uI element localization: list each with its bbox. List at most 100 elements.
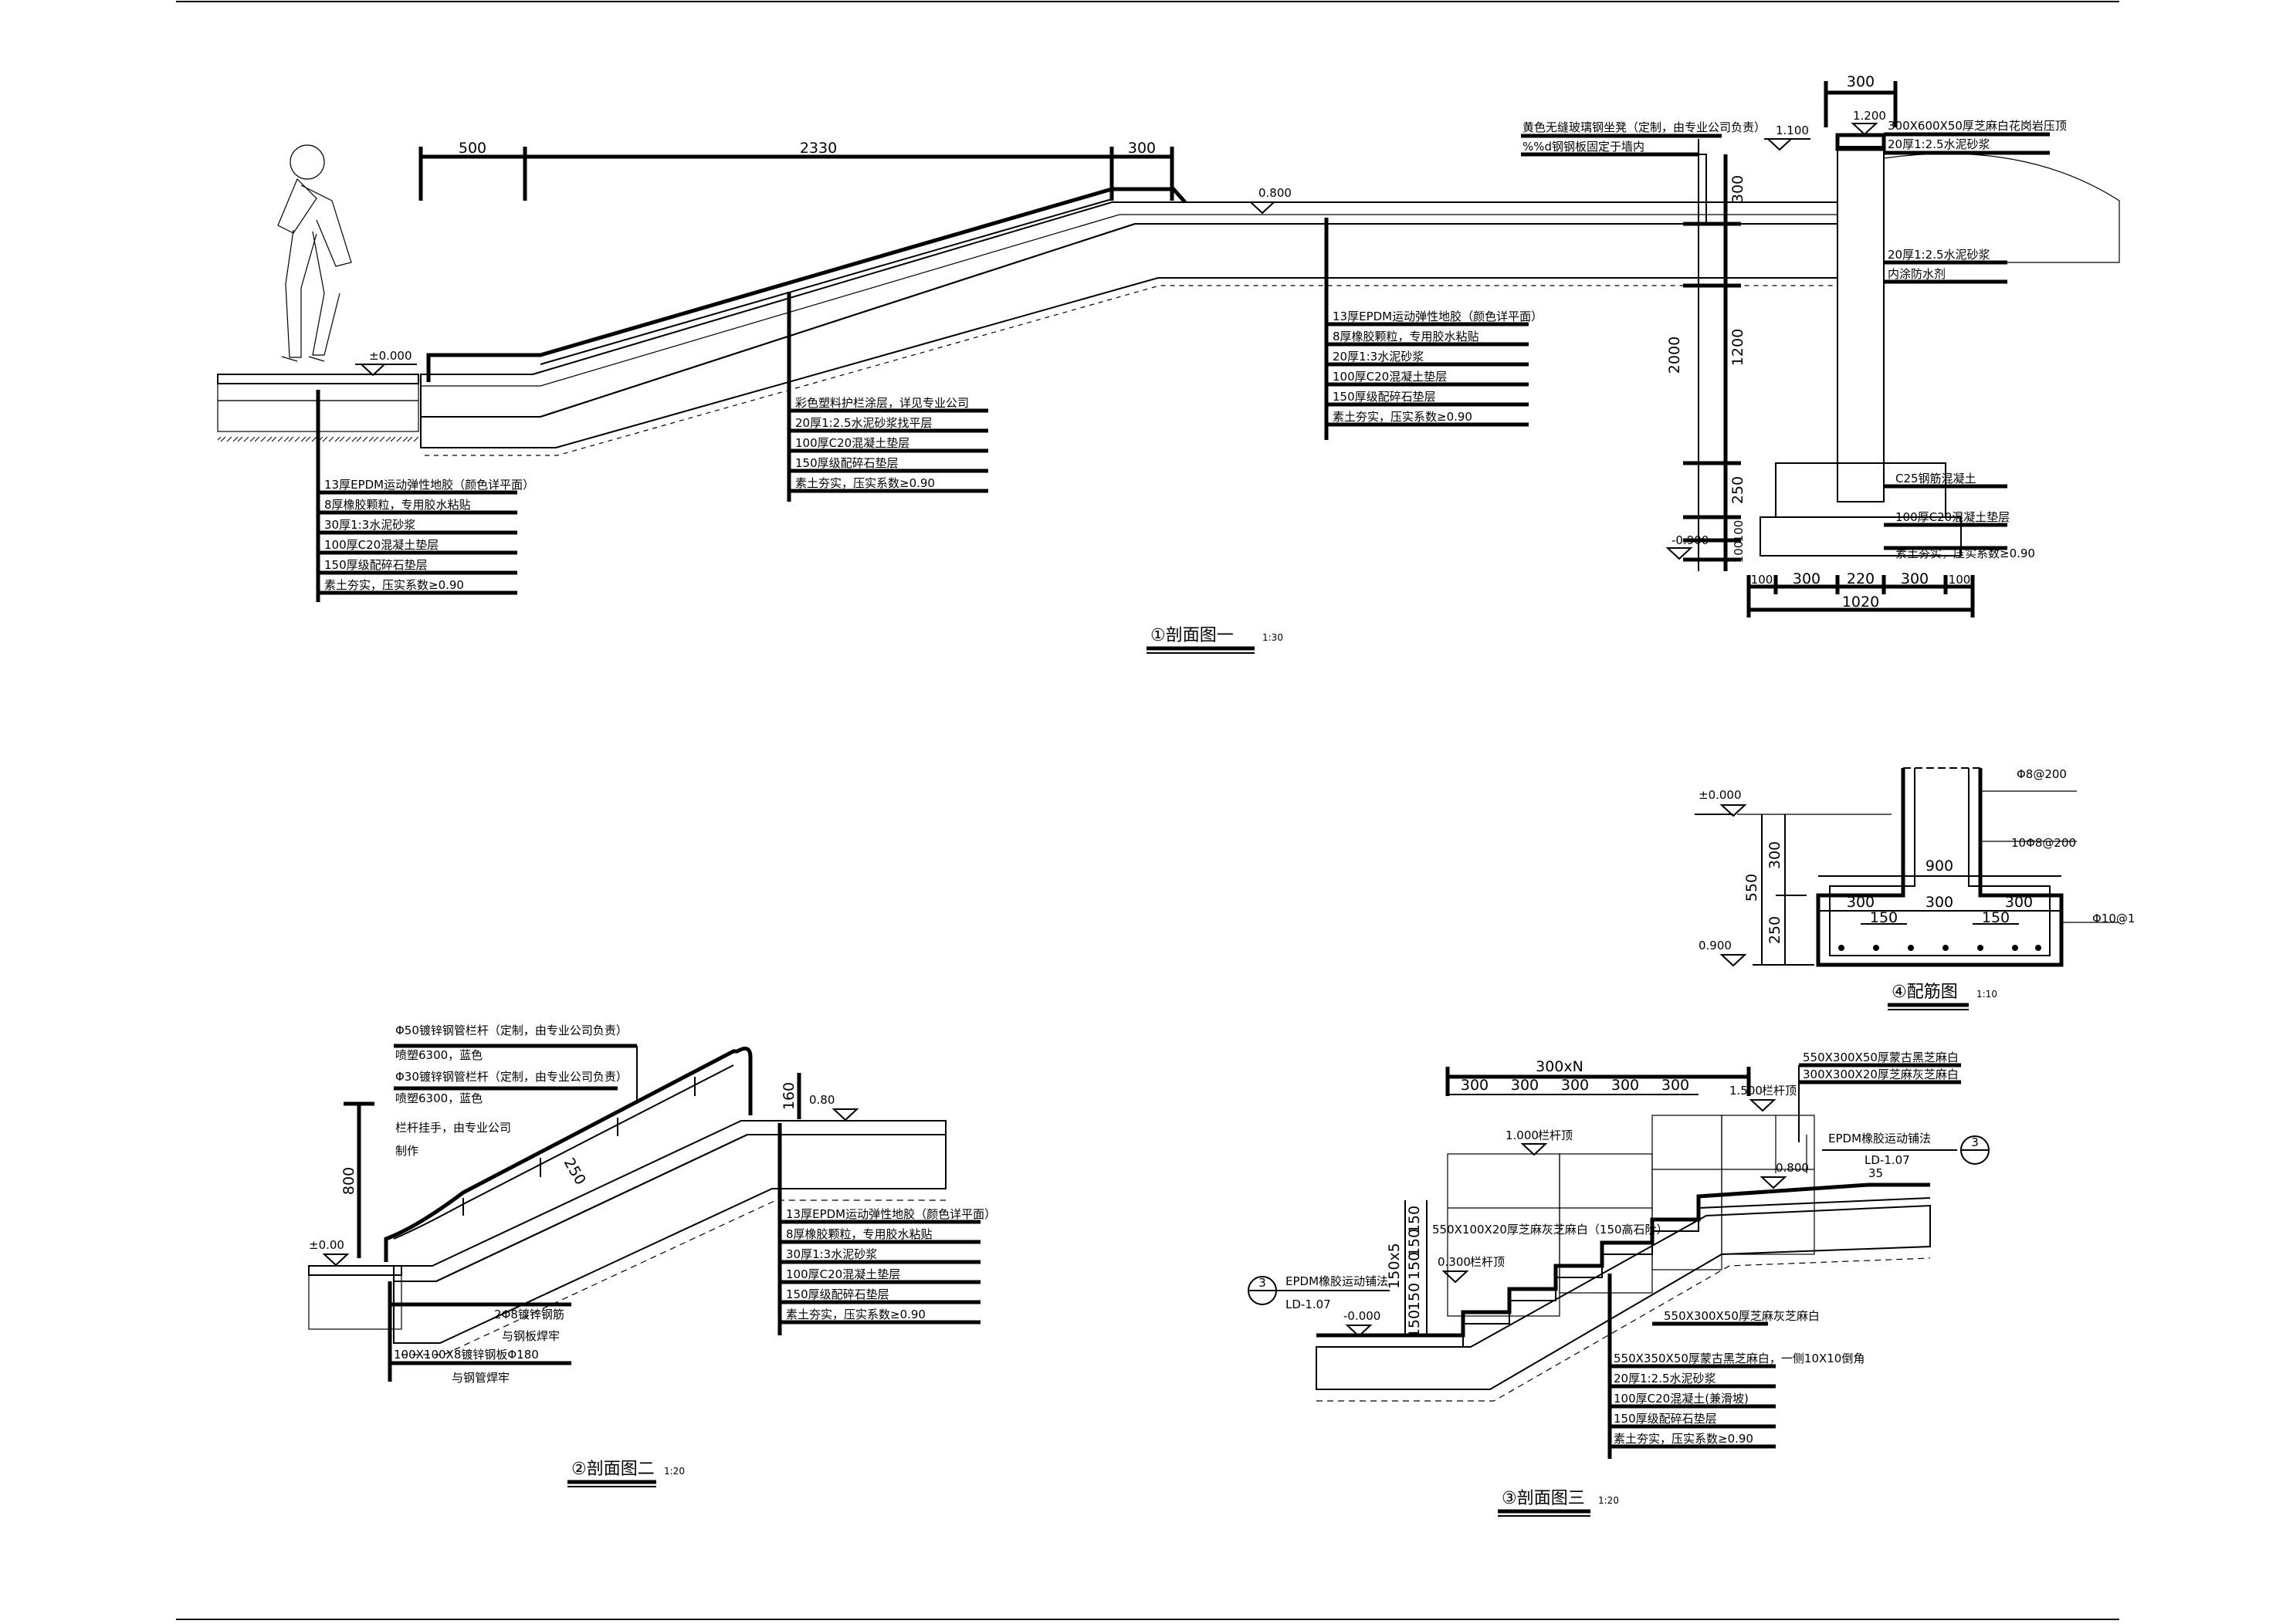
svg-text:-0.900: -0.900 bbox=[1671, 533, 1709, 547]
handrail-inner bbox=[540, 198, 1113, 365]
note-a-1: 13厚EPDM运动弹性地胶（颜色详平面） bbox=[324, 478, 534, 492]
s3-note-b-2: 20厚1:2.5水泥砂浆 bbox=[1614, 1372, 1716, 1385]
notes-b: 彩色塑料护栏涂层，详见专业公司 20厚1:2.5水泥砂浆找平层 100厚C20混… bbox=[789, 396, 988, 493]
s3-note-b-3: 100厚C20混凝土(兼滑坡) bbox=[1614, 1392, 1749, 1406]
note-c-6: 素土夯实，压实系数≥0.90 bbox=[1333, 410, 1472, 424]
s3-gravel bbox=[1316, 1204, 1931, 1390]
wall-dim-300: 300 bbox=[1729, 175, 1746, 203]
rebar-dim-b2: 300 bbox=[1926, 894, 1953, 911]
rebar-label-1: Φ8@200 bbox=[2017, 767, 2067, 781]
s3-notes-bottom: 550X350X50厚蒙古黑芝麻白，一侧10X10倒角 20厚1:2.5水泥砂浆… bbox=[1610, 1352, 1865, 1449]
dim-2330: 2330 bbox=[800, 140, 837, 157]
base-dim-1: 100 bbox=[1751, 573, 1773, 587]
svg-text:1:20: 1:20 bbox=[664, 1466, 685, 1477]
rebar-inner-2: 150 bbox=[1982, 909, 2010, 926]
note-a-5: 150厚级配碎石垫层 bbox=[324, 558, 428, 572]
s2-dim-250: 250 bbox=[561, 1155, 589, 1188]
svg-text:②剖面图二: ②剖面图二 bbox=[571, 1460, 655, 1479]
svg-text:1:10: 1:10 bbox=[1976, 989, 1997, 1000]
note-b-1: 彩色塑料护栏涂层，详见专业公司 bbox=[795, 396, 969, 410]
s3-callout-right: 3 LD-1.07 bbox=[1865, 1135, 1990, 1167]
svg-text:1.000: 1.000 bbox=[1506, 1128, 1539, 1142]
note-wall-6: 100厚C20混凝土垫层 bbox=[1895, 510, 2010, 524]
s3-dim-1: 300 bbox=[1461, 1077, 1489, 1094]
s3-elev-3: 0.800 bbox=[1760, 1161, 1809, 1189]
s3-dim-3: 300 bbox=[1561, 1077, 1589, 1094]
s2-ramp-gravel bbox=[393, 1134, 947, 1344]
s2-elev-top: 0.80 bbox=[809, 1093, 859, 1122]
s3-note-step2: 550X300X50厚芝麻灰芝麻白 bbox=[1664, 1309, 1820, 1323]
ramp-soil bbox=[421, 277, 1837, 448]
rebar-dim-900: 900 bbox=[1926, 858, 1953, 875]
rebar-dim-b1: 300 bbox=[1847, 894, 1875, 911]
wall-base bbox=[1760, 516, 1962, 557]
wall-dim-100a: 100 bbox=[1732, 520, 1746, 543]
s2-note-b-4: 与钢管焊牢 bbox=[452, 1371, 510, 1385]
svg-text:0.800: 0.800 bbox=[1776, 1161, 1809, 1175]
note-a-3: 30厚1:3水泥砂浆 bbox=[324, 518, 415, 532]
s3-callout-left: 3 LD-1.07 EPDM橡胶运动铺法 bbox=[1248, 1274, 1390, 1311]
notes-wall: 300X600X50厚芝麻白花岗岩压顶 20厚1:2.5水泥砂浆 20厚1:2.… bbox=[1884, 119, 2067, 560]
ramp-surface bbox=[420, 201, 1838, 418]
svg-text:①剖面图一: ①剖面图一 bbox=[1150, 626, 1234, 645]
rebar-dots bbox=[1838, 945, 2041, 951]
s2-note-r-5: 150厚级配碎石垫层 bbox=[786, 1287, 889, 1301]
s2-note-top-3: Φ30镀锌钢管栏杆（定制，由专业公司负责） bbox=[395, 1070, 628, 1084]
s3-slope-label: 35 bbox=[1868, 1166, 1883, 1180]
s2-dim-800: 800 bbox=[340, 1167, 357, 1195]
s3-step-layer bbox=[1316, 1197, 1931, 1348]
svg-text:0.300: 0.300 bbox=[1438, 1255, 1471, 1269]
s2-note-top-1: Φ50镀锌钢管栏杆（定制，由专业公司负责） bbox=[395, 1023, 628, 1037]
s3-note-top-2: 300X300X20厚芝麻灰芝麻白 bbox=[1803, 1067, 1959, 1081]
svg-text:1.100: 1.100 bbox=[1776, 123, 1809, 137]
s3-dim-l1: 150 bbox=[1406, 1206, 1423, 1233]
s2-handrail-inner bbox=[393, 1064, 734, 1240]
rebar-outline bbox=[1816, 768, 2064, 967]
s3-dim-l2: 150 bbox=[1406, 1229, 1423, 1257]
s2-dim-160: 160 bbox=[781, 1082, 798, 1110]
note-wall-1: 300X600X50厚芝麻白花岗岩压顶 bbox=[1888, 119, 2067, 133]
svg-text:④配筋图: ④配筋图 bbox=[1892, 983, 1958, 1002]
s2-note-top-5: 栏杆挂手，由专业公司 bbox=[395, 1121, 511, 1135]
svg-text:③剖面图三: ③剖面图三 bbox=[1502, 1489, 1585, 1508]
s2-note-r-1: 13厚EPDM运动弹性地胶（颜色详平面） bbox=[786, 1207, 996, 1221]
s3-note-edge-left: EPDM橡胶运动铺法 bbox=[1285, 1274, 1388, 1288]
note-c-5: 150厚级配碎石垫层 bbox=[1333, 390, 1436, 404]
human-figure-icon bbox=[277, 144, 352, 362]
note-wall-5: C25钢筋混凝土 bbox=[1895, 472, 1976, 486]
svg-text:1.200: 1.200 bbox=[1853, 109, 1886, 123]
notes-c: 13厚EPDM运动弹性地胶（颜色详平面） 8厚橡胶颗粒，专用胶水粘贴 20厚1:… bbox=[1326, 310, 1543, 427]
note-a-2: 8厚橡胶颗粒，专用胶水粘贴 bbox=[324, 498, 471, 512]
note-rail-2: %%d钢钢板固定于墙内 bbox=[1522, 140, 1644, 154]
s2-note-top-6: 制作 bbox=[395, 1144, 418, 1158]
dim-500: 500 bbox=[459, 140, 486, 157]
s2-handrail bbox=[384, 1046, 753, 1262]
s3-note-b-1: 550X350X50厚蒙古黑芝麻白，一侧10X10倒角 bbox=[1614, 1352, 1865, 1365]
s2-note-top-4: 喷塑6300，蓝色 bbox=[395, 1091, 483, 1105]
elev-wall: 1.200 bbox=[1851, 109, 1886, 136]
svg-text:0.800: 0.800 bbox=[1258, 186, 1292, 200]
ground-surface-left bbox=[217, 374, 419, 384]
elev-bottom-1: -0.900 bbox=[1665, 533, 1709, 560]
base-dim-3: 220 bbox=[1847, 570, 1875, 587]
note-wall-4: 内涂防水剂 bbox=[1888, 267, 1946, 281]
rebar-inner bbox=[1829, 768, 2051, 956]
wall-dim-100b: 100 bbox=[1732, 541, 1746, 563]
ramp-soil-edge bbox=[425, 285, 1837, 456]
s3-dim-l3: 150 bbox=[1406, 1252, 1423, 1280]
wall-dim-1200: 1200 bbox=[1729, 329, 1746, 366]
s3-dim-l4: 150 bbox=[1406, 1283, 1423, 1311]
s3-dim-total: 300xN bbox=[1536, 1058, 1583, 1075]
section-3: 300xN 300 300 300 300 300 150 150 150 15… bbox=[1248, 1051, 1990, 1517]
s3-elev-5: -0.000 bbox=[1343, 1309, 1380, 1338]
s2-note-b-1: 2Φ8镀锌钢筋 bbox=[494, 1308, 564, 1321]
svg-text:1.500: 1.500 bbox=[1729, 1084, 1763, 1098]
s3-note-b-5: 素土夯实，压实系数≥0.90 bbox=[1614, 1432, 1753, 1446]
note-b-2: 20厚1:2.5水泥砂浆找平层 bbox=[795, 416, 933, 430]
wall-coping bbox=[1835, 133, 1886, 151]
rebar-dim-b3: 300 bbox=[2005, 894, 2033, 911]
s2-note-r-2: 8厚橡胶颗粒，专用胶水粘贴 bbox=[786, 1227, 933, 1241]
elev-top-4: ±0.000 bbox=[1699, 788, 1747, 817]
elev-bottom-4: 0.900 bbox=[1699, 939, 1747, 967]
svg-text:1:30: 1:30 bbox=[1262, 632, 1283, 643]
